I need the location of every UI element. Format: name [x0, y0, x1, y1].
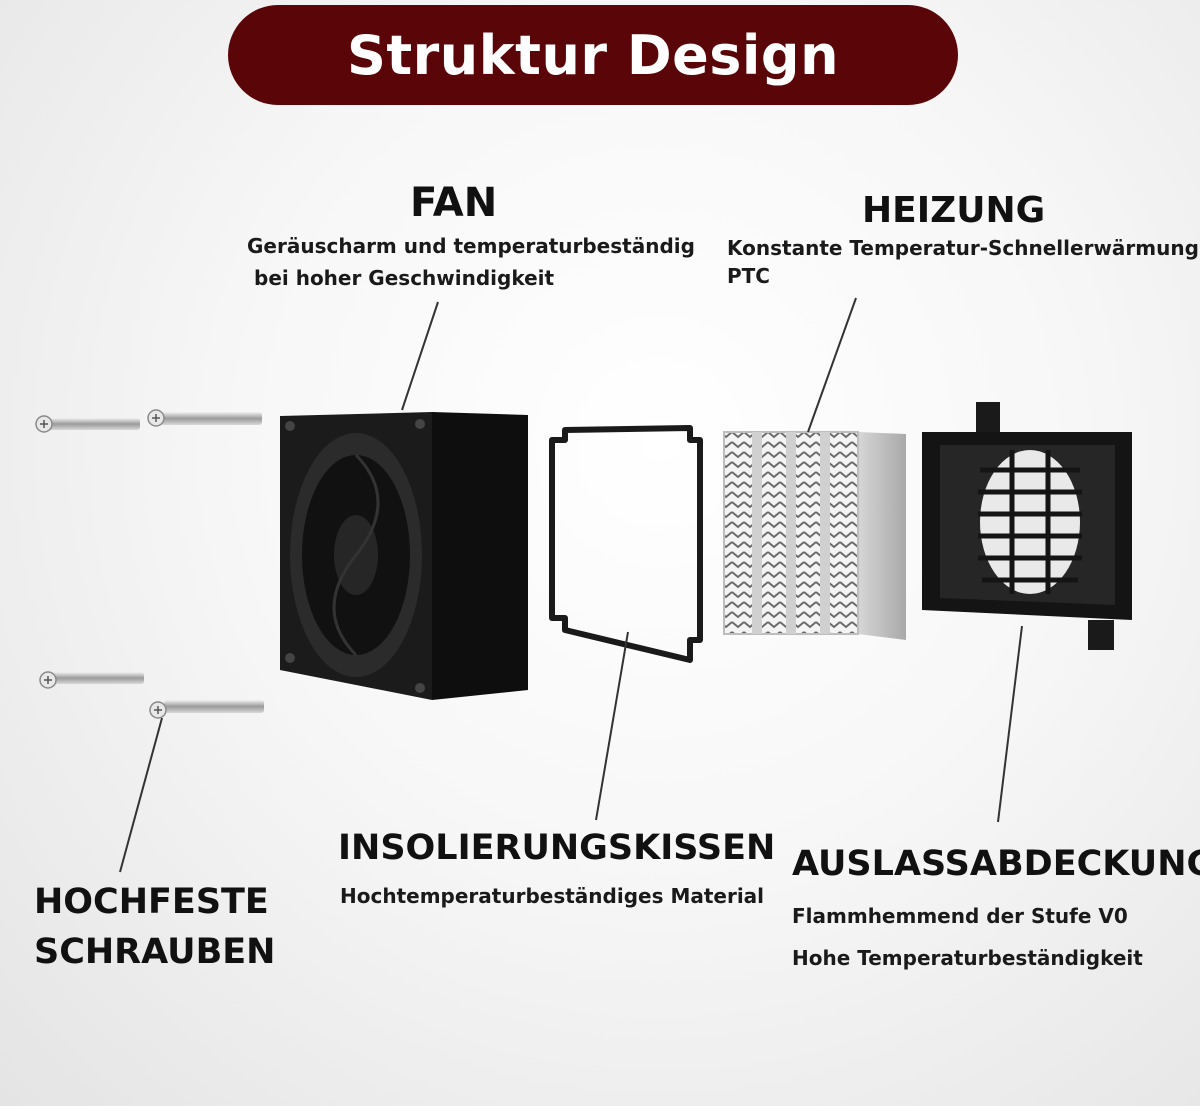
heater-desc-line1: Konstante Temperatur-Schnellerwärmung	[727, 236, 1199, 260]
fan-part	[280, 412, 528, 700]
page-title: Struktur Design	[346, 23, 840, 87]
screws-heading-line2: SCHRAUBEN	[34, 932, 276, 972]
heater-heading: HEIZUNG	[862, 190, 1046, 231]
outlet-cover-part	[922, 402, 1132, 650]
leader-screws	[119, 717, 163, 873]
leader-cover	[997, 625, 1023, 823]
leader-fan	[401, 301, 439, 411]
cover-desc-line1: Flammhemmend der Stufe V0	[792, 904, 1128, 928]
insulation-gasket	[549, 425, 703, 663]
title-banner: Struktur Design	[228, 5, 958, 105]
insulation-desc: Hochtemperaturbeständiges Material	[340, 884, 765, 908]
screw-bottom-left	[39, 671, 144, 689]
screw-bottom-right	[149, 700, 264, 719]
cover-desc-line2: Hohe Temperaturbeständigkeit	[792, 946, 1143, 970]
leader-insulation	[595, 631, 629, 821]
cover-heading: AUSLASSABDECKUNG	[792, 844, 1200, 884]
screws-heading-line1: HOCHFESTE	[34, 882, 269, 922]
heater-desc-line2: PTC	[727, 264, 770, 288]
fan-desc-line2: bei hoher Geschwindigkeit	[254, 266, 555, 290]
ptc-heater-part	[723, 431, 906, 640]
fan-heading: FAN	[410, 180, 498, 226]
fan-desc-line1: Geräuscharm und temperaturbeständig	[247, 234, 695, 258]
leader-heater	[807, 297, 857, 433]
screw-top-right	[147, 409, 262, 427]
insulation-heading: INSOLIERUNGSKISSEN	[338, 828, 776, 868]
screw-top-left	[35, 415, 140, 433]
